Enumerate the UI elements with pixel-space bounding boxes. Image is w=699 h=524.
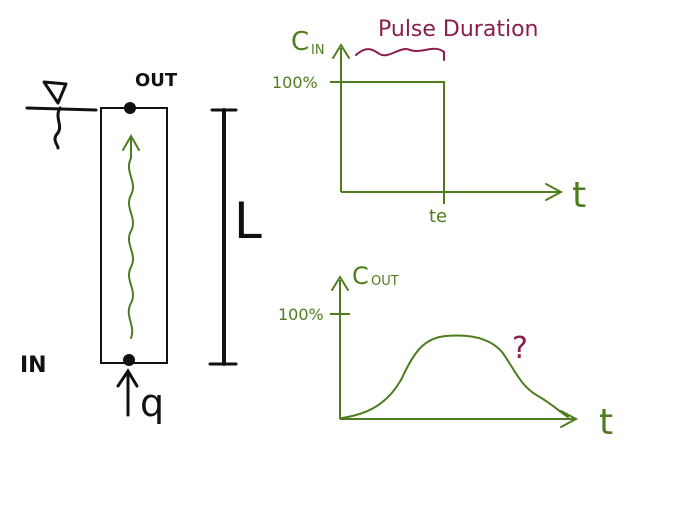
output-x-axis-label: t	[599, 402, 613, 443]
outlet-dot	[124, 102, 136, 114]
outlet-label: OUT	[135, 70, 178, 91]
output-y-label-subscript: OUT	[371, 274, 399, 289]
flow-rate-label: q	[140, 381, 164, 425]
input-concentration-graph	[330, 43, 564, 204]
flow-in-arrow	[116, 368, 139, 417]
column-body	[100, 107, 168, 364]
input-x-tick-label: te	[429, 206, 447, 227]
input-y-label: C	[291, 27, 309, 57]
output-y-tick-label: 100%	[278, 305, 324, 324]
water-table-triangle-icon	[42, 80, 68, 105]
soil-column	[100, 102, 168, 366]
flow-path	[127, 137, 134, 339]
input-x-axis-label: t	[572, 175, 586, 216]
inlet-label: IN	[20, 353, 47, 378]
pulse-duration-label: Pulse Duration	[378, 17, 538, 42]
output-x-axis-arrowhead	[560, 410, 579, 428]
input-y-tick-label: 100%	[272, 73, 318, 92]
pulse-duration-brace	[355, 47, 445, 61]
input-x-axis-arrowhead	[545, 183, 564, 201]
output-y-label: C	[352, 262, 369, 290]
output-breakthrough-curve	[341, 334, 569, 419]
water-table-marker	[25, 80, 98, 150]
input-y-label-subscript: IN	[311, 43, 325, 58]
input-pulse-curve	[341, 81, 445, 192]
output-question-mark: ?	[512, 331, 528, 366]
inlet-dot	[123, 354, 135, 366]
length-bracket	[208, 108, 238, 366]
output-y-axis-arrowhead	[331, 275, 349, 291]
length-label: L	[234, 192, 262, 250]
flow-arrowhead	[122, 133, 140, 151]
input-y-axis-arrowhead	[332, 43, 350, 59]
output-concentration-graph	[330, 275, 579, 428]
